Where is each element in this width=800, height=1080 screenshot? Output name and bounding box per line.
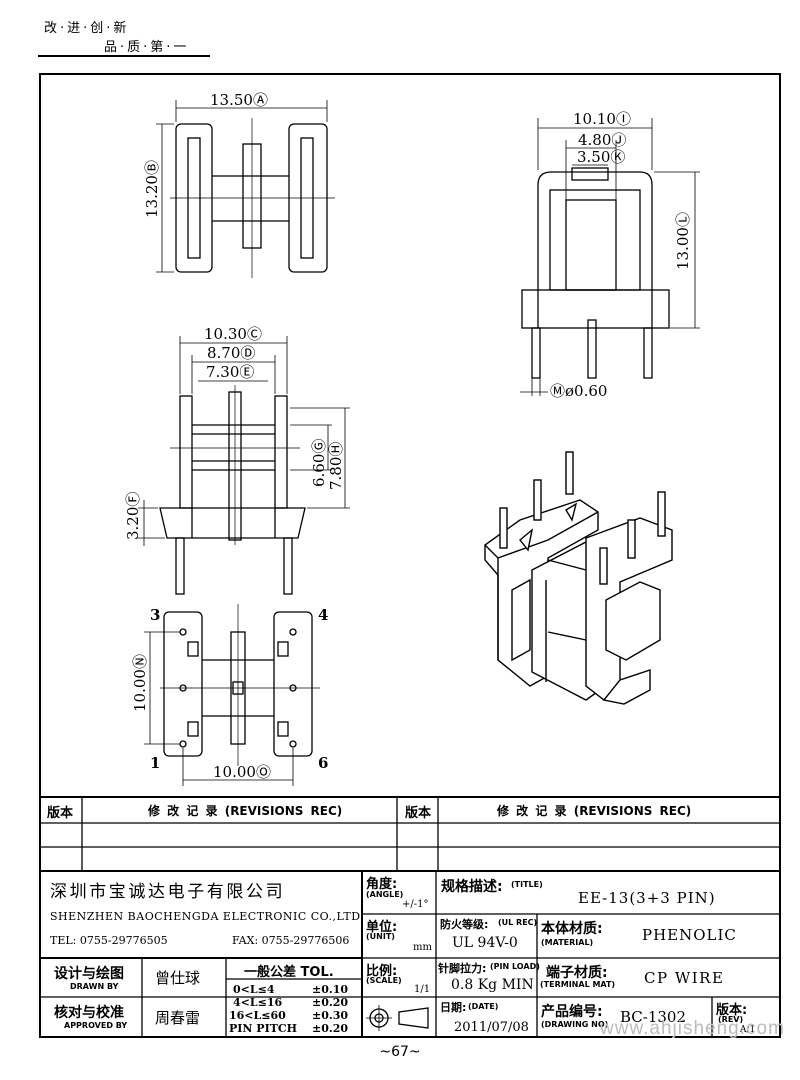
pin-label-6: 6 (318, 754, 328, 772)
approved-by-label-en: APPROVED BY (64, 1021, 128, 1030)
dim-a: 13.50Ⓐ (210, 91, 268, 109)
tolerance-value-1: ±0.10 (312, 983, 349, 996)
rev-label: 版本: (716, 1003, 748, 1018)
unit-label: 单位: (366, 920, 398, 935)
dim-o: 10.00Ⓞ (213, 763, 271, 781)
tolerance-value-4: ±0.20 (312, 1022, 349, 1035)
dim-b: 13.20Ⓑ (143, 160, 161, 218)
revision-version-label-right: 版本 (405, 806, 432, 821)
drawn-by-value: 曾仕球 (155, 969, 201, 987)
terminal-label: 端子材质: (546, 965, 608, 981)
page-number: ~67~ (379, 1044, 421, 1060)
pin-load-label-en: (PIN LOAD) (490, 962, 540, 971)
drawing-number-value: BC-1302 (620, 1008, 687, 1026)
pin-load-label: 针脚拉力: (438, 962, 487, 975)
fire-rating-label: 防火等级: (440, 918, 489, 931)
dim-j: 4.80Ⓙ (578, 131, 626, 149)
terminal-value: CP WIRE (644, 969, 725, 987)
revision-record-label-right: 修 改 记 录 (REVISIONS REC) (497, 804, 692, 818)
bottom-view (144, 604, 320, 786)
rev-value: A/1 (740, 1025, 756, 1035)
unit-value: mm (413, 942, 432, 953)
company-fax: FAX: 0755-29776506 (232, 934, 350, 947)
revision-version-label-left: 版本 (47, 806, 74, 821)
date-label-en: (DATE) (468, 1002, 499, 1011)
revision-record-label-left: 修 改 记 录 (REVISIONS REC) (148, 804, 343, 818)
dim-g: 6.60Ⓖ (310, 439, 328, 487)
tolerance-range-1: 0<L≤4 (233, 983, 275, 996)
angle-label-en: (ANGLE) (366, 890, 404, 899)
scale-value: 1/1 (414, 984, 431, 995)
watermark: www.ahjisheng.com (600, 1018, 785, 1039)
title-value: EE-13(3+3 PIN) (578, 889, 716, 907)
material-label: 本体材质: (541, 921, 603, 937)
dim-f: 3.20Ⓕ (124, 492, 142, 540)
tolerance-title: 一般公差 TOL. (244, 965, 334, 980)
company-name-cn: 深圳市宝诚达电子有限公司 (50, 882, 286, 902)
company-name-en: SHENZHEN BAOCHENGDA ELECTRONIC CO.,LTD (50, 910, 361, 923)
top-left-view (156, 100, 335, 278)
tolerance-value-2: ±0.20 (312, 996, 349, 1009)
pin-label-3: 3 (150, 606, 160, 624)
scale-label-en: (SCALE) (366, 976, 402, 985)
drawing-number-label-en: (DRAWING NO) (541, 1020, 609, 1029)
scale-label: 比例: (366, 964, 398, 979)
slogan-line-1: 改·进·创·新 (44, 21, 130, 36)
rev-label-en: (REV) (718, 1015, 744, 1024)
drawing-number-label: 产品编号: (541, 1004, 603, 1020)
dim-e: 7.30Ⓔ (206, 363, 254, 381)
dim-i: 10.10Ⓘ (573, 110, 631, 128)
approved-by-label: 核对与校准 (54, 1005, 124, 1021)
dim-m: Ⓜø0.60 (550, 382, 607, 400)
drawing-frame (39, 73, 781, 1038)
fire-rating-label-en: (UL REC) (498, 918, 538, 927)
material-label-en: (MATERIAL) (541, 938, 594, 947)
fire-rating-value: UL 94V-0 (452, 935, 518, 951)
date-value: 2011/07/08 (454, 1020, 529, 1035)
pin-load-value: 0.8 Kg MIN (451, 977, 534, 993)
drawn-by-label-en: DRAWN BY (70, 982, 119, 991)
middle-left-view (138, 336, 350, 595)
dim-k: 3.50Ⓚ (577, 148, 625, 166)
company-tel: TEL: 0755-29776505 (50, 934, 168, 947)
title-label: 规格描述: (441, 879, 503, 895)
top-right-view (520, 118, 700, 396)
drawn-by-label: 设计与绘图 (54, 966, 124, 982)
approved-by-value: 周春雷 (155, 1009, 201, 1027)
angle-label: 角度: (366, 877, 398, 892)
pin-label-4: 4 (318, 606, 328, 624)
isometric-view (484, 451, 673, 705)
tolerance-range-2: 4<L≤16 (233, 996, 283, 1009)
slogan-line-2: 品·质·第·一 (104, 40, 190, 55)
tolerance-range-4: PIN PITCH (229, 1022, 298, 1035)
dim-n: 10.00Ⓝ (131, 654, 149, 712)
tolerance-value-3: ±0.30 (312, 1009, 349, 1022)
tolerance-range-3: 16<L≤60 (229, 1009, 286, 1022)
dim-c: 10.30Ⓒ (204, 325, 262, 343)
title-label-en: (TITLE) (511, 880, 543, 889)
material-value: PHENOLIC (642, 926, 737, 944)
terminal-label-en: (TERMINAL MAT) (540, 980, 616, 989)
unit-label-en: (UNIT) (366, 932, 395, 941)
dim-l: 13.00Ⓛ (674, 212, 692, 270)
dim-h: 7.80Ⓗ (327, 442, 345, 490)
title-block-grid (40, 796, 780, 1038)
date-label: 日期: (440, 1001, 467, 1014)
pin-label-1: 1 (150, 754, 160, 772)
angle-value: +/-1° (402, 899, 429, 910)
dim-d: 8.70Ⓓ (207, 344, 255, 362)
